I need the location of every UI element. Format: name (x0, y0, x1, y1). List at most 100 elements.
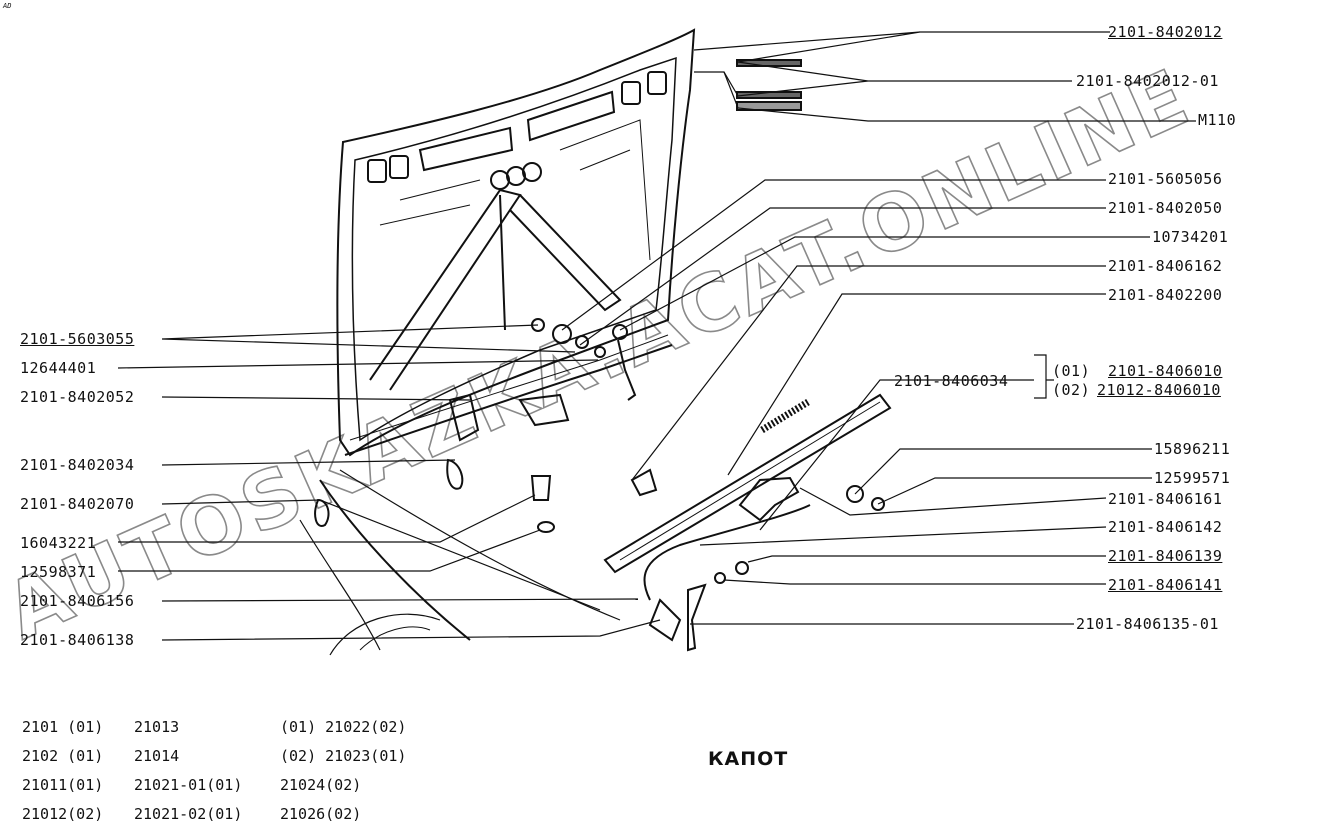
bumper-stop (446, 458, 464, 490)
label-10734201: 10734201 (1152, 228, 1229, 246)
leader-2101-8402050 (579, 207, 1106, 346)
lever-hook (648, 598, 682, 642)
rib-3 (499, 194, 506, 331)
page-title: КАПОТ (708, 748, 789, 770)
leader-12598371 (118, 529, 541, 572)
washer-2 (594, 346, 606, 358)
label-2101-8402012: 2101-8402012 (1108, 23, 1223, 41)
leader-2101-8402012 (693, 31, 1110, 63)
rib-5 (559, 119, 651, 261)
bumper-stop-2 (314, 498, 330, 527)
lock-bracket (448, 393, 480, 442)
label-2101-5603055: 2101-5603055 (20, 330, 135, 348)
variant-2-part: 21012-8406010 (1097, 381, 1221, 399)
model-cell: 21026(02) (280, 805, 362, 823)
leader-15896211 (854, 448, 1152, 495)
leader-m110 (723, 71, 1196, 122)
leader-2101-5605056 (561, 179, 1106, 331)
nut-2 (714, 572, 726, 584)
leader-16043221 (118, 494, 536, 543)
leader-2101-8406141 (723, 579, 1106, 585)
model-cell: (01) 21022(02) (280, 718, 407, 736)
leader-variant-bracket (1034, 354, 1054, 399)
vent-right (621, 81, 641, 105)
leader-2101-8402034 (161, 459, 456, 466)
handle (687, 583, 707, 652)
cable-rod (603, 393, 892, 574)
hood-inner-frame (351, 56, 677, 442)
variant-1-code: (01) (1052, 362, 1091, 380)
label-2101-8406034: 2101-8406034 (894, 372, 1009, 390)
model-cell: 21021-02(01) (134, 805, 243, 823)
label-2101-8406135-01: 2101-8406135-01 (1076, 615, 1219, 633)
hood-outline (336, 28, 696, 457)
stay-rod (617, 339, 637, 401)
label-15896211: 15896211 (1154, 440, 1231, 458)
model-cell: 21012(02) (22, 805, 104, 823)
label-2101-8406139: 2101-8406139 (1108, 547, 1223, 565)
leader-2101-8406156 (161, 598, 639, 602)
label-2101-8406142: 2101-8406142 (1108, 518, 1223, 536)
leader-2101-8406161 (799, 487, 1107, 516)
label-2101-8402052: 2101-8402052 (20, 388, 135, 406)
body-line-3 (299, 519, 381, 651)
washer-3 (537, 521, 555, 533)
label-2101-8402200: 2101-8402200 (1108, 286, 1223, 304)
clip-1 (846, 485, 864, 503)
leader-2101-8402012-01 (694, 61, 1072, 97)
model-cell: 2102 (01) (22, 747, 104, 765)
model-cell: 21024(02) (280, 776, 362, 794)
corner-mark: AD (3, 2, 12, 10)
label-2101-5605056: 2101-5605056 (1108, 170, 1223, 188)
label-2101-8402070: 2101-8402070 (20, 495, 135, 513)
model-applicability-table: 2101 (01) 21013 (01) 21022(02) 2102 (01)… (22, 713, 406, 829)
vent-left (367, 159, 387, 183)
label-12644401: 12644401 (20, 359, 97, 377)
bolt-2 (530, 475, 552, 501)
label-2101-8402050: 2101-8402050 (1108, 199, 1223, 217)
cable-clip (630, 468, 658, 497)
leader-2101-8406034 (759, 379, 1034, 531)
model-cell: 21014 (134, 747, 180, 765)
cable (643, 504, 811, 601)
wheel-arc-2 (359, 626, 431, 651)
model-row: 2101 (01) 21013 (01) 21022(02) (22, 713, 406, 742)
label-2101-8406162: 2101-8406162 (1108, 257, 1223, 275)
leader-10734201 (619, 236, 1150, 331)
leader-2101-8402052 (161, 396, 471, 401)
variant-2-code: (02) (1052, 381, 1091, 399)
nut-1 (552, 324, 572, 344)
leader-12644401 (117, 359, 599, 369)
spring (760, 399, 810, 433)
label-2101-8402034: 2101-8402034 (20, 456, 135, 474)
label-m110: М110 (1198, 111, 1237, 129)
leader-2101-8406142 (699, 526, 1107, 546)
nut-3 (871, 497, 885, 511)
rib-2 (509, 194, 622, 312)
leader-2101-8402070 (161, 499, 601, 611)
leader-2101-8406139 (747, 555, 1106, 563)
leader-2101-8406138 (161, 619, 661, 641)
body-line-1 (319, 479, 471, 641)
label-12598371: 12598371 (20, 563, 97, 581)
bushing-1 (735, 561, 749, 575)
hole-3 (522, 162, 542, 182)
rib-4 (379, 179, 481, 226)
model-row: 21011(01) 21021-01(01) 21024(02) (22, 771, 406, 800)
cable-rod-inner (619, 401, 881, 561)
label-2101-8402012-01: 2101-8402012-01 (1076, 72, 1219, 90)
label-12599571: 12599571 (1154, 469, 1231, 487)
label-2101-8406161: 2101-8406161 (1108, 490, 1223, 508)
leader-2101-5603055 (161, 324, 576, 353)
variant-1-part: 2101-8406010 (1108, 362, 1223, 380)
model-cell: 21011(01) (22, 776, 104, 794)
model-cell: 21021-01(01) (134, 776, 243, 794)
leader-2101-8402200 (727, 293, 1106, 476)
body-line-2 (339, 469, 621, 621)
wheel-arc-1 (329, 613, 441, 656)
label-16043221: 16043221 (20, 534, 97, 552)
label-2101-8406141: 2101-8406141 (1108, 576, 1223, 594)
model-row: 2102 (01) 21014 (02) 21023(01) (22, 742, 406, 771)
